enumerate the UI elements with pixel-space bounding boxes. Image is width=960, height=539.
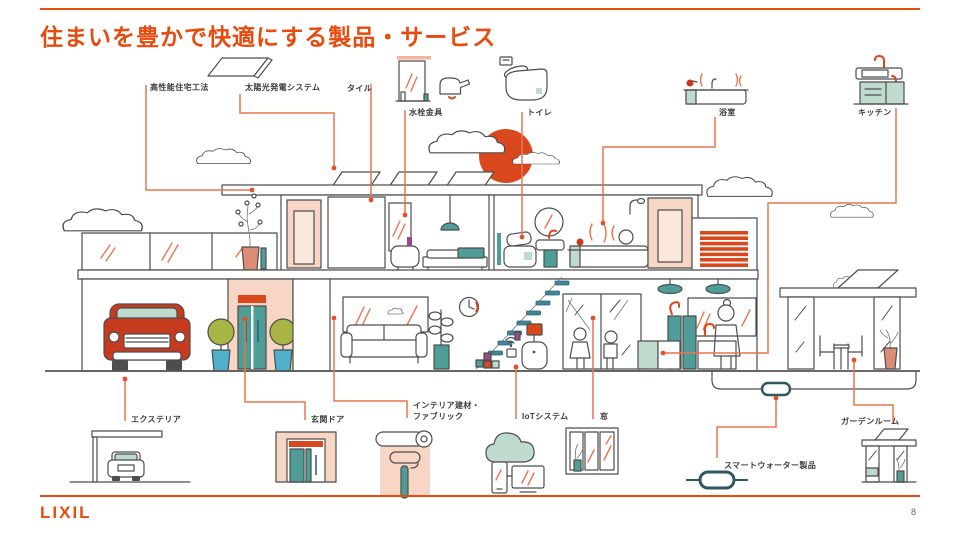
underground-pipe (711, 370, 917, 390)
pendant-light (705, 283, 731, 295)
page-title: 住まいを豊かで快適にする製品・サービス (40, 24, 497, 50)
label-window: 窓 (600, 412, 609, 421)
bathroom (497, 197, 651, 268)
label-bath: 浴室 (719, 108, 736, 117)
page-number: 8 (910, 507, 916, 517)
lixil-logo: LIXIL (40, 503, 92, 522)
interior-materials-icon (375, 430, 433, 499)
window-icon (565, 427, 619, 475)
entrance-door-icon (275, 431, 337, 483)
kitchen-icon (853, 54, 909, 105)
clouds-front (428, 130, 560, 165)
label-exterior: エクステリア (131, 415, 182, 424)
car (103, 303, 191, 371)
garden-table (833, 344, 850, 370)
sliding-glass-doors (562, 293, 642, 370)
roof (221, 171, 703, 196)
tile-wall (327, 196, 386, 269)
solar-panel-icon (207, 57, 273, 79)
shower-head (629, 199, 641, 215)
ground (45, 370, 920, 397)
plant-pot (241, 246, 260, 271)
branch-plant (235, 193, 267, 271)
toilet (506, 231, 532, 247)
bedroom-cabinet (390, 237, 420, 271)
connector-lines (122, 84, 897, 458)
first-floor (292, 276, 758, 372)
smartphone-icon (491, 461, 508, 494)
label-interior-materials: インテリア建材・ ファブリック (413, 400, 480, 422)
houseplant (428, 309, 454, 370)
entrance-tree (269, 318, 297, 372)
person-cooking (713, 298, 741, 370)
bottom-divider-line (40, 495, 920, 497)
tall-cabinet (682, 315, 697, 370)
top-divider-line (40, 8, 920, 10)
garden-chair (847, 335, 863, 370)
grille (123, 333, 171, 349)
garden-room-icon (861, 428, 917, 483)
wall-clock (458, 296, 480, 318)
faucet-icon (439, 77, 471, 95)
label-interior-line1: インテリア建材・ (413, 401, 481, 410)
toy-blocks (475, 352, 500, 369)
vase (260, 247, 267, 270)
entrance (207, 278, 297, 372)
lamp-shade (526, 323, 543, 336)
paint-roller (389, 451, 421, 464)
label-garden-room: ガーデンルーム (841, 417, 900, 426)
iot-system-icon (485, 432, 545, 494)
kitchen-counter (697, 340, 737, 370)
bumper (112, 351, 182, 361)
label-solar: 太陽光発電システム (245, 83, 321, 92)
basin-faucet (548, 229, 557, 239)
faucet-fittings-icon (395, 56, 471, 102)
label-entrance-door: 玄関ドア (311, 415, 345, 424)
sofa (340, 324, 428, 364)
kitchen (637, 278, 757, 370)
entrance-tree (207, 318, 235, 372)
left-window-band (81, 193, 278, 271)
headlight (108, 331, 120, 343)
louver-window (691, 217, 758, 273)
water-pipe-capsule (760, 381, 792, 397)
monitor-icon (511, 465, 545, 489)
label-construction: 高性能住宅工法 (150, 83, 209, 92)
label-interior-line2: ファブリック (413, 412, 464, 421)
label-iot: IoTシステム (522, 412, 569, 421)
bed (422, 247, 488, 272)
bathtub (567, 197, 651, 268)
label-faucet: 水栓金具 (409, 108, 443, 117)
garden-plant (879, 329, 899, 370)
label-tile: タイル (347, 84, 373, 93)
second-floor (280, 194, 699, 273)
garage (81, 278, 231, 372)
label-smart-water: スマートウォーター製品 (724, 461, 817, 470)
kitchen-faucet (704, 322, 715, 337)
headlight (174, 331, 186, 343)
garden-chair (819, 335, 835, 370)
label-kitchen: キッチン (858, 108, 892, 117)
pendant-lamp (440, 195, 460, 231)
pendant-light (657, 283, 683, 295)
garden-room (779, 269, 917, 370)
bathtub-icon (683, 73, 749, 105)
transom (238, 295, 266, 303)
child-boy (603, 330, 618, 369)
label-toilet: トイレ (527, 108, 553, 117)
smart-water-icon (686, 470, 748, 490)
washbasin (535, 239, 565, 251)
child-girl (569, 327, 591, 369)
toilet-icon (499, 56, 548, 101)
bather-head (618, 229, 634, 245)
exterior-icon (69, 430, 191, 483)
side-table-lamp (514, 323, 548, 370)
cloud-icon (485, 432, 535, 463)
floor-slab (77, 269, 759, 280)
